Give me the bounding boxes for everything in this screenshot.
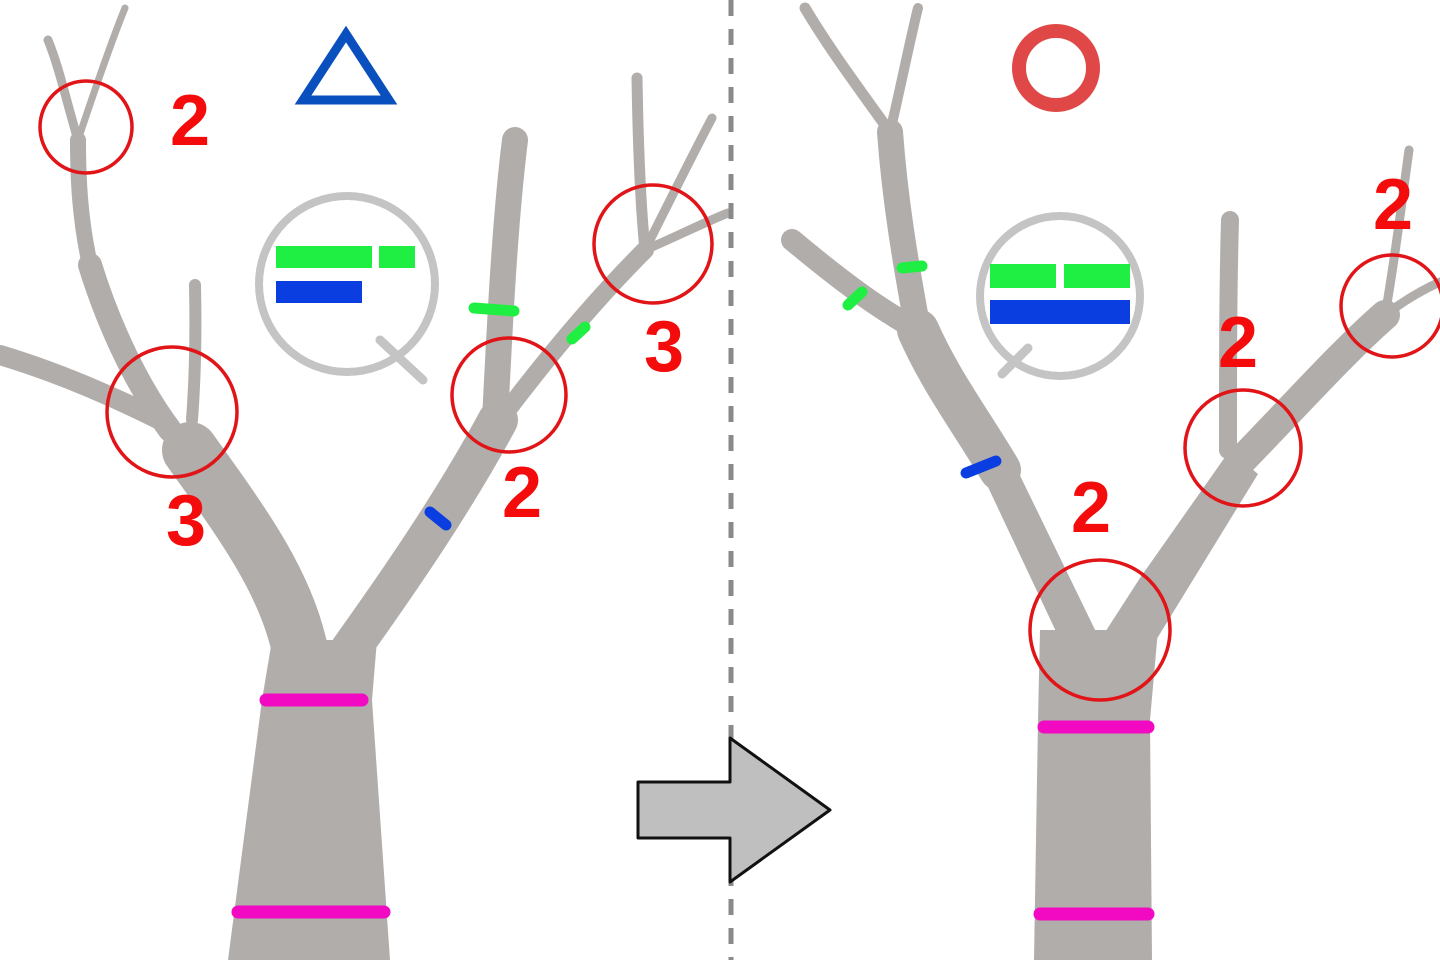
left-green-mark-branch bbox=[566, 321, 591, 345]
right-legend-blue-bar bbox=[990, 300, 1130, 324]
left-branch-c bbox=[186, 279, 202, 426]
left-branch-k bbox=[640, 208, 733, 255]
right-fork bbox=[980, 450, 1258, 650]
right-blue-mark bbox=[960, 455, 1002, 479]
left-blue-mark bbox=[424, 506, 452, 531]
left-branch-b bbox=[0, 345, 170, 430]
right-tree bbox=[781, 2, 1440, 960]
right-legend-green-bar-2 bbox=[1064, 264, 1130, 288]
left-count-fork-right: 2 bbox=[502, 453, 542, 533]
left-rating bbox=[294, 25, 398, 105]
right-right-tip-b bbox=[1380, 277, 1440, 320]
circle-icon bbox=[1012, 24, 1100, 112]
right-count-top-fork: 2 bbox=[1373, 165, 1413, 245]
right-right-limb bbox=[1225, 300, 1400, 477]
left-branch-h bbox=[491, 241, 654, 429]
arrow-right-icon bbox=[636, 736, 832, 884]
left-count-top-left: 2 bbox=[170, 81, 210, 161]
left-branch-j bbox=[640, 113, 717, 255]
left-legend-blue-bar bbox=[276, 281, 362, 303]
left-legend-green-bar-1 bbox=[276, 246, 372, 268]
right-left-tip-b bbox=[885, 3, 923, 137]
right-rating bbox=[1012, 24, 1100, 112]
triangle-icon bbox=[294, 25, 398, 105]
right-left-upper bbox=[877, 119, 931, 343]
left-circle-fork-right bbox=[450, 336, 568, 454]
left-green-mark-trunk bbox=[468, 302, 520, 317]
right-marks bbox=[842, 260, 1155, 921]
left-branch-counts: 2 3 2 3 bbox=[38, 79, 714, 561]
right-circle-main-fork bbox=[1028, 558, 1172, 702]
left-trunk bbox=[228, 640, 390, 960]
left-circle-top-left bbox=[38, 79, 134, 175]
left-circle-fork-left bbox=[105, 345, 239, 479]
right-right-tip-a bbox=[1380, 145, 1414, 320]
left-magnifier-lens bbox=[255, 192, 439, 376]
left-branch-e bbox=[43, 35, 83, 145]
left-branch-i bbox=[631, 72, 651, 256]
left-circle-top-right bbox=[592, 183, 714, 305]
right-right-upper bbox=[1219, 211, 1239, 459]
left-count-top-right: 3 bbox=[644, 307, 684, 387]
right-green-mark-trunk bbox=[896, 260, 928, 274]
left-magnifier-handle bbox=[375, 335, 428, 385]
left-branch-f bbox=[74, 4, 129, 144]
right-legend-green-bar-1 bbox=[990, 264, 1056, 288]
left-count-fork-left: 3 bbox=[166, 481, 206, 561]
left-legend-magnifier bbox=[255, 192, 439, 385]
right-circle-mid-fork bbox=[1183, 388, 1303, 508]
right-green-mark-branch bbox=[842, 286, 868, 311]
left-legend-green-bar-2 bbox=[379, 246, 415, 268]
right-magnifier-handle bbox=[997, 343, 1033, 379]
left-tree bbox=[0, 4, 733, 960]
right-left-tip-a bbox=[799, 2, 896, 138]
left-marks bbox=[231, 302, 591, 919]
left-branch-d bbox=[70, 132, 98, 273]
right-left-limb bbox=[897, 309, 1021, 491]
right-branch-counts: 2 2 2 bbox=[1028, 165, 1440, 702]
right-circle-top-fork bbox=[1339, 253, 1440, 359]
right-trunk bbox=[1034, 630, 1158, 960]
left-main-branch-right bbox=[330, 400, 518, 670]
right-count-mid-fork: 2 bbox=[1218, 303, 1258, 383]
left-branch-g bbox=[482, 127, 528, 433]
right-magnifier-lens bbox=[976, 212, 1144, 380]
right-count-main-fork: 2 bbox=[1071, 468, 1111, 548]
right-legend-magnifier bbox=[976, 212, 1144, 380]
left-main-branch-left bbox=[162, 422, 328, 678]
